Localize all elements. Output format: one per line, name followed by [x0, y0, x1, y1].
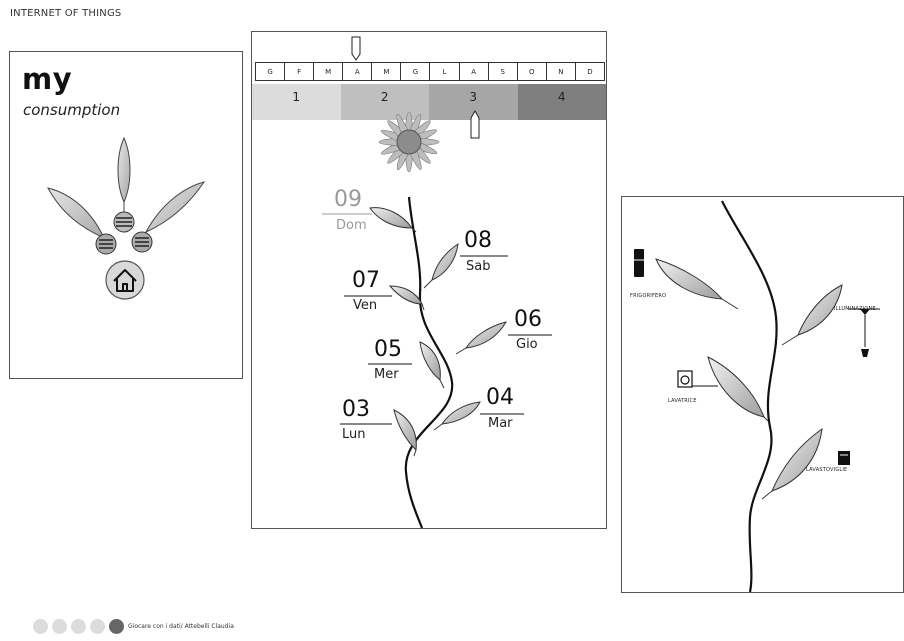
day-label: Ven — [353, 298, 378, 313]
leaf-lavatrice — [707, 356, 765, 418]
month-slider-handle[interactable] — [350, 36, 362, 62]
device-circle-top — [113, 211, 135, 233]
day-number[interactable]: 08 — [464, 228, 492, 253]
flower-icon — [378, 111, 440, 173]
fridge-icon — [634, 249, 644, 277]
flower-vine-graphic — [322, 111, 552, 528]
day-label: Mer — [374, 367, 399, 382]
lamp-icon — [848, 308, 880, 357]
month-cell[interactable]: S — [488, 62, 518, 81]
my-subtitle: consumption — [23, 101, 121, 119]
day-number[interactable]: 04 — [486, 385, 514, 410]
dishwasher-icon — [838, 451, 850, 465]
month-cell[interactable]: M — [372, 62, 402, 81]
device-circle-left — [95, 233, 117, 255]
devices-vine-graphic — [634, 200, 880, 592]
day-number[interactable]: 09 — [334, 187, 362, 212]
leaf-left — [47, 187, 106, 240]
quarter-1[interactable]: 1 — [252, 84, 341, 120]
my-consumption-panel[interactable]: my consumption — [9, 51, 243, 379]
day-number[interactable]: 05 — [374, 337, 402, 362]
leaf-lun — [393, 409, 417, 452]
devices-panel[interactable]: FRIGORIFERO ILLUMINAZIONE LAVATRICE LAVA… — [621, 196, 904, 593]
quarter-2[interactable]: 2 — [340, 84, 429, 120]
month-cell[interactable]: N — [546, 62, 576, 81]
leaf-sab — [431, 242, 459, 281]
leaf-frigorifero — [655, 258, 724, 300]
device-circle-right — [131, 231, 153, 253]
page-dot[interactable] — [90, 619, 105, 634]
device-stem — [721, 200, 778, 592]
footer-credit: Giocare con i dati/ Attebelli Claudia — [128, 623, 234, 630]
device-label[interactable]: LAVASTOVIGLIE — [806, 467, 848, 473]
day-label: Mar — [488, 416, 513, 431]
month-cell[interactable]: G — [255, 62, 286, 81]
month-cell[interactable]: M — [314, 62, 344, 81]
leaf-lavastoviglie — [771, 427, 823, 492]
leaf-right — [144, 181, 206, 234]
leaf-ven — [388, 285, 423, 305]
day-label: Sab — [466, 259, 491, 274]
leaf-gio — [464, 321, 508, 349]
page-title: INTERNET OF THINGS — [10, 8, 122, 19]
day-number[interactable]: 06 — [514, 307, 542, 332]
page-dot[interactable] — [52, 619, 67, 634]
calendar-panel[interactable]: G F M A M G L A S O N D 1 2 3 4 — [251, 31, 607, 529]
page-dot[interactable] — [71, 619, 86, 634]
home-icon[interactable] — [105, 260, 145, 300]
quarter-4[interactable]: 4 — [517, 84, 606, 120]
page-dot-active[interactable] — [109, 619, 124, 634]
quarter-slider-handle[interactable] — [469, 110, 481, 140]
day-label: Gio — [516, 337, 538, 352]
device-label[interactable]: ILLUMINAZIONE — [834, 306, 876, 312]
month-cell[interactable]: A — [459, 62, 489, 81]
month-cell[interactable]: F — [285, 62, 315, 81]
my-title: my — [22, 62, 73, 96]
month-bar: G F M A M G L A S O N D — [255, 62, 605, 81]
device-label[interactable]: LAVATRICE — [668, 398, 697, 404]
day-number[interactable]: 07 — [352, 268, 380, 293]
leaf-mar — [440, 401, 481, 425]
day-label: Lun — [342, 427, 366, 442]
day-number[interactable]: 03 — [342, 397, 370, 422]
leaf-top — [117, 136, 131, 204]
month-cell-selected[interactable]: A — [343, 62, 373, 81]
month-cell[interactable]: D — [575, 62, 605, 81]
month-cell[interactable]: L — [430, 62, 460, 81]
page-indicator — [33, 619, 124, 634]
consumption-tree-graphic — [47, 136, 206, 300]
washing-machine-icon — [677, 370, 718, 388]
month-cell[interactable]: O — [517, 62, 547, 81]
month-cell[interactable]: G — [401, 62, 431, 81]
device-label[interactable]: FRIGORIFERO — [630, 293, 667, 299]
leaf-dom — [369, 207, 413, 229]
page-dot[interactable] — [33, 619, 48, 634]
main-stem — [404, 196, 454, 528]
day-label: Dom — [336, 218, 367, 233]
